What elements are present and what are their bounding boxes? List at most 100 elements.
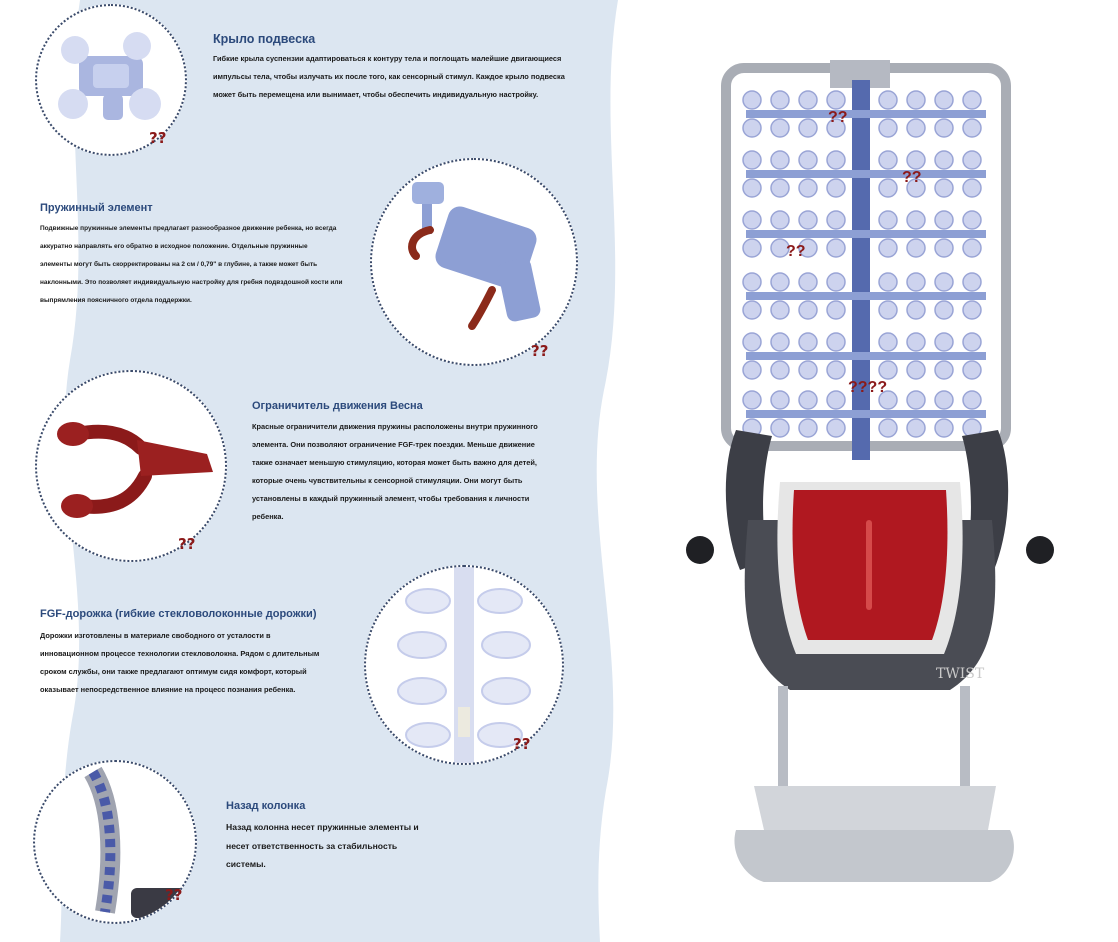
spring-pad bbox=[878, 90, 898, 110]
wing-marker: ?? bbox=[149, 129, 167, 147]
spring-pad bbox=[798, 238, 818, 258]
fgf-marker: ?? bbox=[513, 735, 531, 753]
spring-pad bbox=[906, 300, 926, 320]
spring-pad bbox=[770, 210, 790, 230]
spring-pad bbox=[770, 118, 790, 138]
spring-pad bbox=[962, 150, 982, 170]
movement-limiter-image bbox=[35, 370, 227, 562]
spring-pad bbox=[798, 332, 818, 352]
spring-pad bbox=[906, 90, 926, 110]
spring-pad bbox=[770, 360, 790, 380]
spring-pad bbox=[770, 300, 790, 320]
spring-title: Пружинный элемент bbox=[40, 202, 153, 214]
spring-pad bbox=[798, 210, 818, 230]
fgf-track-image bbox=[364, 565, 564, 765]
spring-pad bbox=[878, 418, 898, 438]
spring-pad bbox=[742, 90, 762, 110]
spring-pad bbox=[770, 332, 790, 352]
spring-pad bbox=[742, 390, 762, 410]
spring-pad bbox=[770, 390, 790, 410]
spring-pad bbox=[962, 178, 982, 198]
column-title: Назад колонка bbox=[226, 800, 306, 812]
spring-pad bbox=[826, 178, 846, 198]
spring-pad bbox=[826, 300, 846, 320]
spring-pad bbox=[798, 272, 818, 292]
chair-marker-4: ???? bbox=[848, 379, 887, 396]
chair-marker-2: ?? bbox=[902, 169, 922, 186]
spring-pad bbox=[934, 150, 954, 170]
spring-track bbox=[746, 352, 986, 360]
spring-pad bbox=[770, 90, 790, 110]
spring-pad bbox=[934, 360, 954, 380]
column-marker: ?? bbox=[165, 886, 183, 904]
spring-pad bbox=[878, 272, 898, 292]
spring-pad bbox=[770, 272, 790, 292]
spring-pad bbox=[906, 178, 926, 198]
spring-pad bbox=[962, 332, 982, 352]
spring-pad bbox=[826, 390, 846, 410]
spring-pad bbox=[906, 418, 926, 438]
spring-pad bbox=[826, 360, 846, 380]
spring-pad bbox=[742, 360, 762, 380]
spring-pad bbox=[962, 390, 982, 410]
column-description: Назад колонна несет пружинные элементы и… bbox=[226, 822, 419, 869]
spring-pad bbox=[906, 332, 926, 352]
spring-pad bbox=[962, 238, 982, 258]
spring-pad bbox=[798, 300, 818, 320]
spring-pad bbox=[798, 360, 818, 380]
spring-pad bbox=[934, 238, 954, 258]
spring-pad bbox=[878, 300, 898, 320]
spring-pad bbox=[798, 90, 818, 110]
spring-pad bbox=[934, 118, 954, 138]
chair-marker-1: ?? bbox=[828, 109, 848, 126]
spring-pad bbox=[962, 118, 982, 138]
spring-pad bbox=[934, 210, 954, 230]
spring-pad bbox=[878, 118, 898, 138]
spring-track bbox=[746, 292, 986, 300]
spring-track bbox=[746, 230, 986, 238]
spring-pad bbox=[878, 238, 898, 258]
spring-pad bbox=[770, 150, 790, 170]
chair-brand-label: TWIST bbox=[936, 666, 985, 682]
chair-marker-3: ?? bbox=[786, 243, 806, 260]
spring-pad bbox=[934, 418, 954, 438]
spring-pad bbox=[798, 418, 818, 438]
spring-pad bbox=[826, 118, 846, 138]
wing-suspension-image bbox=[35, 4, 187, 156]
limiter-title: Ограничитель движения Весна bbox=[252, 400, 423, 412]
spring-pad bbox=[906, 390, 926, 410]
spring-pad bbox=[742, 210, 762, 230]
spring-pad bbox=[878, 178, 898, 198]
spring-pad bbox=[742, 332, 762, 352]
spring-pad bbox=[906, 272, 926, 292]
spring-pad bbox=[878, 360, 898, 380]
spring-track bbox=[746, 170, 986, 178]
wing-title: Крыло подвеска bbox=[213, 32, 316, 46]
spring-pad bbox=[826, 272, 846, 292]
spring-pad bbox=[878, 332, 898, 352]
fgf-title: FGF-дорожка (гибкие стекловолоконные дор… bbox=[40, 608, 317, 620]
spring-pad bbox=[934, 332, 954, 352]
spring-track bbox=[746, 110, 986, 118]
spring-pad bbox=[934, 90, 954, 110]
spring-pad bbox=[962, 90, 982, 110]
spring-pad bbox=[826, 90, 846, 110]
limiter-description: Красные ограничители движения пружины ра… bbox=[252, 422, 538, 521]
spring-marker: ?? bbox=[531, 342, 549, 360]
spring-pad bbox=[934, 300, 954, 320]
spring-pad bbox=[878, 390, 898, 410]
spring-pad bbox=[934, 272, 954, 292]
spring-pad bbox=[906, 210, 926, 230]
spring-track bbox=[746, 410, 986, 418]
limiter-marker: ?? bbox=[178, 535, 196, 553]
spring-pad bbox=[962, 300, 982, 320]
spring-pad bbox=[798, 118, 818, 138]
spring-pad bbox=[742, 272, 762, 292]
spring-pad bbox=[798, 150, 818, 170]
spring-pad bbox=[826, 210, 846, 230]
spring-pad bbox=[742, 178, 762, 198]
spring-element-image bbox=[370, 158, 578, 366]
spring-pad bbox=[826, 150, 846, 170]
spring-pad bbox=[934, 390, 954, 410]
back-column-image bbox=[33, 760, 197, 924]
